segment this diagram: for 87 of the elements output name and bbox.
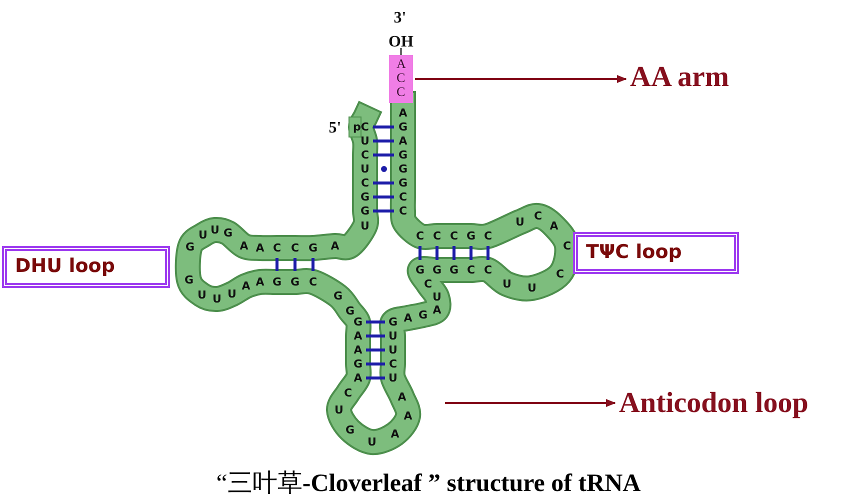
nucleotide-letter: C xyxy=(388,358,398,370)
nucleotide-letter: C xyxy=(360,176,370,190)
nucleotide-letter: A xyxy=(398,106,408,120)
nucleotide-letter: G xyxy=(353,358,363,370)
nucleotide-letter: A xyxy=(404,312,412,324)
nucleotide-letter: G xyxy=(333,290,343,302)
nucleotide-letter: U xyxy=(388,344,398,356)
nucleotide-letter: C xyxy=(308,276,318,288)
nucleotide-letter: G xyxy=(184,274,194,286)
nucleotide-letter: G xyxy=(272,276,282,288)
nucleotide-letter: G xyxy=(398,176,408,190)
nucleotide-letter: U xyxy=(198,228,208,242)
nucleotide-letter: G xyxy=(345,424,355,436)
arm-label: AA arm xyxy=(630,59,780,95)
nucleotide-letter: G xyxy=(449,264,459,276)
nucleotide-letter: C xyxy=(534,210,542,222)
nucleotide-letter: U xyxy=(212,292,222,306)
loop-label-box: DHU loop xyxy=(2,246,170,288)
nucleotide-letter: A xyxy=(404,410,412,422)
nucleotide-letter: U xyxy=(228,288,236,300)
arrow xyxy=(445,399,616,407)
nucleotide-box: ACC xyxy=(389,55,413,103)
nucleotide-letter: U xyxy=(528,282,536,294)
nucleotide-letter: A xyxy=(398,134,408,148)
nucleotide-letter: U xyxy=(360,220,370,232)
nucleotide-letter: G xyxy=(432,264,442,276)
nucleotide-letter: A xyxy=(256,242,264,254)
nucleotide-letter: G xyxy=(415,264,425,276)
loop-label-box: TΨC loop xyxy=(573,232,739,274)
nucleotide-letter: A xyxy=(330,240,340,252)
nucleotide-letter: A xyxy=(354,372,362,384)
nucleotide-letter: U xyxy=(432,290,442,304)
nucleotide-letter: A xyxy=(354,344,362,356)
nucleotide-letter: U xyxy=(198,288,206,302)
end-group-label: OH xyxy=(388,34,414,50)
nucleotide-letter: G xyxy=(223,226,233,240)
nucleotide-letter: A xyxy=(240,240,248,252)
nucleotide-letter: U xyxy=(210,224,220,236)
nucleotide-letter: G xyxy=(466,230,476,242)
nucleotide-letter: G xyxy=(418,308,428,322)
nucleotide-letter: G xyxy=(360,190,370,204)
nucleotide-letter: A xyxy=(242,280,250,292)
nucleotide-letter: C xyxy=(290,242,300,254)
nucleotide-letter: C xyxy=(272,242,282,254)
nucleotide-letter: C xyxy=(562,240,572,252)
nucleotide-letter: U xyxy=(368,436,376,448)
nucleotide-letter: G xyxy=(185,240,195,254)
nucleotide-letter: U xyxy=(516,216,524,228)
nucleotide-letter: U xyxy=(360,162,370,176)
nucleotide-letter: C xyxy=(360,148,370,162)
nucleotide-letter: U xyxy=(502,278,512,290)
nucleotide-letter: A xyxy=(432,304,442,316)
nucleotide-letter: U xyxy=(334,404,344,416)
end-label: 5' xyxy=(328,120,342,136)
nucleotide-letter: C xyxy=(416,230,424,242)
nucleotide-letter: G xyxy=(398,162,408,176)
nucleotide-letter: A xyxy=(398,390,406,404)
nucleotide-letter: U xyxy=(388,330,398,342)
nucleotide-letter: C xyxy=(466,264,476,276)
nucleotide-letter: C xyxy=(556,268,564,280)
nucleotide-letter: A xyxy=(390,428,400,440)
arrow xyxy=(415,75,627,83)
nucleotide-letter: G xyxy=(398,120,408,134)
nucleotide-letter: A xyxy=(354,330,362,342)
nucleotide-letter: G xyxy=(360,204,370,218)
end-label: 3' xyxy=(394,10,406,26)
nucleotide-letter: G xyxy=(353,316,363,328)
loop-label: Anticodon loop xyxy=(619,385,855,421)
nucleotide-letter: A xyxy=(550,220,558,232)
nucleotide-letter: G xyxy=(345,304,355,318)
caption: “三叶草-Cloverleaf ” structure of tRNA xyxy=(215,469,642,499)
nucleotide-letter: U xyxy=(360,134,370,148)
nucleotide-letter: G xyxy=(388,316,398,328)
nucleotide-letter: C xyxy=(484,264,492,276)
nucleotide-letter: pC xyxy=(353,120,369,134)
nucleotide-letter: C xyxy=(484,230,492,242)
nucleotide-letter: U xyxy=(388,372,398,384)
nucleotide-letter: C xyxy=(450,230,458,242)
nucleotide-letter: A xyxy=(256,276,264,288)
nucleotide-letter: C xyxy=(432,230,442,242)
nucleotide-letter: G xyxy=(290,276,300,288)
nucleotide-letter: C xyxy=(398,204,408,218)
nucleotide-letter: C xyxy=(344,386,352,400)
nucleotide-letter: C xyxy=(398,190,408,204)
nucleotide-letter: C xyxy=(424,278,432,290)
nucleotide-letter: G xyxy=(308,242,318,254)
nucleotide-letter: G xyxy=(398,148,408,162)
